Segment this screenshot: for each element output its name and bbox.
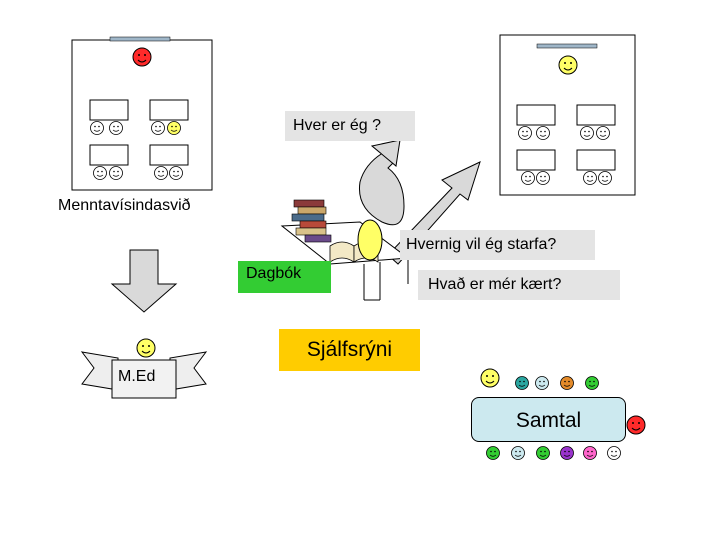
who-am-i-label: Hver er ég ?	[285, 111, 415, 141]
participant-face-green	[486, 446, 500, 460]
faculty-label: Menntavísindasvið	[58, 197, 191, 214]
leader-face-yellow	[480, 368, 500, 388]
teacher-face-yellow	[558, 55, 578, 75]
whiteboard-right	[536, 43, 598, 49]
student-face	[109, 166, 123, 180]
student-face	[536, 126, 550, 140]
desk	[576, 104, 616, 126]
student-face	[598, 171, 612, 185]
degree-banner	[80, 338, 208, 399]
student-face	[154, 166, 168, 180]
student-face	[518, 126, 532, 140]
banner-center	[111, 359, 177, 399]
diary-label: Dagbók	[238, 261, 331, 293]
participant-face-lightblue	[535, 376, 549, 390]
desk	[149, 99, 189, 121]
participant-face-green	[536, 446, 550, 460]
participant-face-pink	[583, 446, 597, 460]
desk	[576, 149, 616, 171]
teacher-face-red	[132, 47, 152, 67]
student-face	[93, 166, 107, 180]
books-stack-icon	[291, 199, 332, 243]
classroom-left	[71, 36, 213, 191]
participant-face-green	[585, 376, 599, 390]
desk	[516, 149, 556, 171]
student-face	[596, 126, 610, 140]
down-arrow	[110, 249, 178, 313]
what-dear-label: Hvað er mér kært?	[418, 270, 620, 300]
participant-face-lightblue	[511, 446, 525, 460]
graduate-face	[136, 338, 156, 358]
desk	[516, 104, 556, 126]
person-head	[357, 219, 383, 261]
student-face	[536, 171, 550, 185]
participant-face-purple	[560, 446, 574, 460]
desk	[149, 144, 189, 166]
participant-face-white	[607, 446, 621, 460]
how-work-label: Hvernig vil ég starfa?	[400, 230, 595, 260]
student-face	[521, 171, 535, 185]
student-face	[109, 121, 123, 135]
degree-label: M.Ed	[118, 368, 156, 385]
classroom-right	[499, 34, 636, 196]
self-reflection-label: Sjálfsrýni	[279, 329, 420, 371]
student-face	[169, 166, 183, 180]
participant-face-red	[626, 415, 646, 435]
dialogue-box: Samtal	[471, 397, 626, 442]
banner-right-tail	[169, 351, 208, 391]
student-face-yellow	[167, 121, 181, 135]
chair	[363, 262, 381, 301]
participant-face-orange	[560, 376, 574, 390]
desk	[89, 144, 129, 166]
banner-left-tail	[80, 351, 119, 391]
circular-arrow	[358, 139, 405, 226]
whiteboard-left	[109, 36, 171, 42]
student-face	[580, 126, 594, 140]
student-face	[90, 121, 104, 135]
student-face	[151, 121, 165, 135]
student-face	[583, 171, 597, 185]
reflecting-person	[280, 199, 410, 301]
desk	[89, 99, 129, 121]
participant-face-teal	[515, 376, 529, 390]
